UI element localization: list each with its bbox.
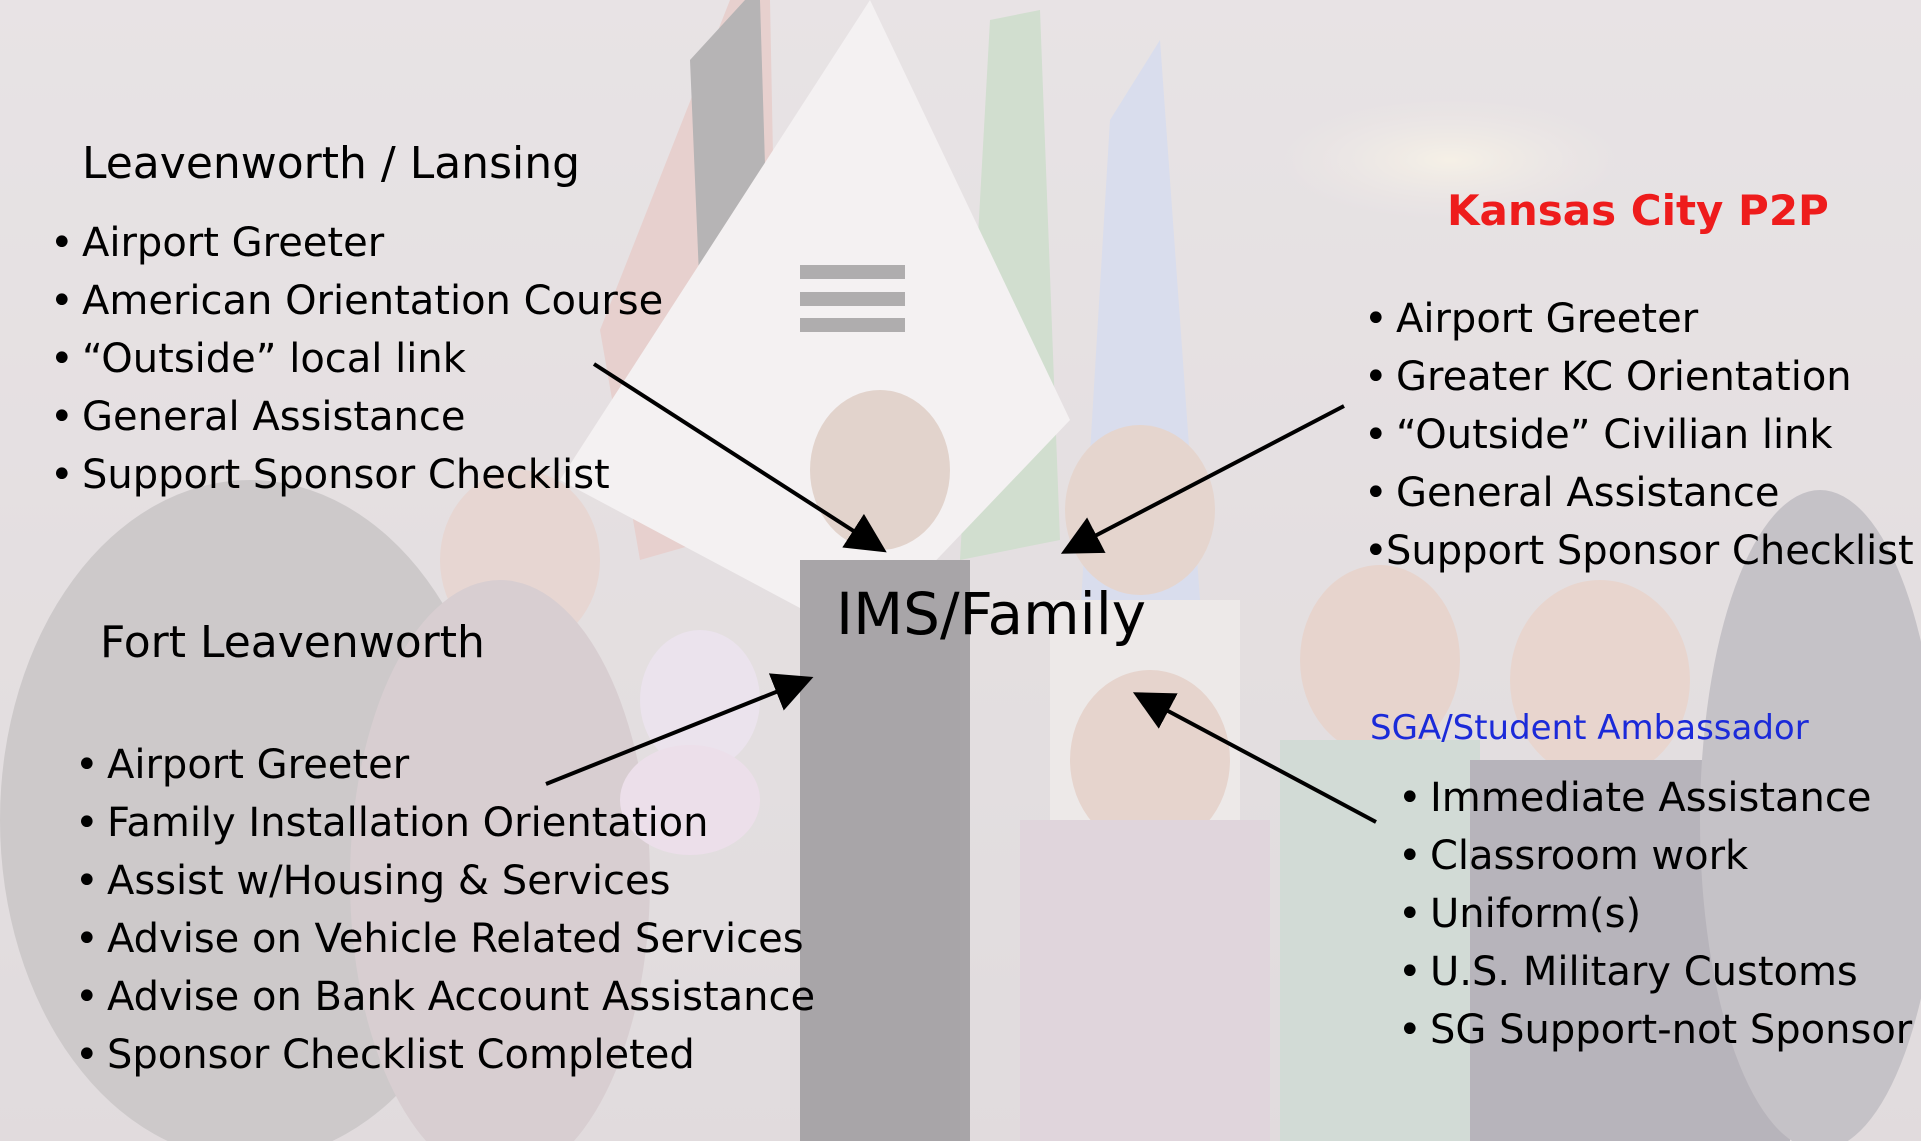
list-item: •Classroom work [1398, 827, 1912, 885]
bullet-icon: • [75, 1032, 99, 1078]
bullet-icon: • [75, 974, 99, 1020]
center-label: IMS/Family [836, 580, 1147, 648]
list-item-label: Uniform(s) [1430, 891, 1642, 937]
bullet-icon: • [1364, 296, 1388, 342]
group-list-kansas-city-p2p: •Airport Greeter •Greater KC Orientation… [1364, 290, 1914, 580]
bullet-icon: • [50, 220, 74, 266]
list-item-label: “Outside” local link [82, 336, 466, 382]
list-item-label: Advise on Vehicle Related Services [107, 916, 804, 962]
bullet-icon: • [1398, 833, 1422, 879]
bullet-icon: • [1364, 354, 1388, 400]
list-item: •SG Support-not Sponsor [1398, 1001, 1912, 1059]
group-list-sga-student-ambassador: •Immediate Assistance •Classroom work •U… [1398, 769, 1912, 1059]
list-item-label: Immediate Assistance [1430, 775, 1872, 821]
bullet-icon: • [1364, 412, 1388, 458]
list-item: •Advise on Bank Account Assistance [75, 968, 815, 1026]
list-item-label: Greater KC Orientation [1396, 354, 1852, 400]
list-item-label: SG Support-not Sponsor [1430, 1007, 1913, 1053]
list-item: •Support Sponsor Checklist [50, 446, 663, 504]
bullet-icon: • [75, 858, 99, 904]
bullet-icon: • [1364, 528, 1388, 574]
group-title-fort-leavenworth: Fort Leavenworth [100, 617, 485, 668]
bullet-icon: • [50, 394, 74, 440]
bullet-icon: • [1398, 1007, 1422, 1053]
bullet-icon: • [75, 800, 99, 846]
list-item: •Airport Greeter [1364, 290, 1914, 348]
list-item-label: Airport Greeter [107, 742, 410, 788]
list-item: •Assist w/Housing & Services [75, 852, 815, 910]
list-item-label: General Assistance [82, 394, 466, 440]
group-list-fort-leavenworth: •Airport Greeter •Family Installation Or… [75, 736, 815, 1084]
list-item-label: Classroom work [1430, 833, 1749, 879]
list-item-label: Family Installation Orientation [107, 800, 709, 846]
list-item-label: “Outside” Civilian link [1396, 412, 1833, 458]
list-item: •Advise on Vehicle Related Services [75, 910, 815, 968]
list-item-label: U.S. Military Customs [1430, 949, 1858, 995]
list-item: •General Assistance [1364, 464, 1914, 522]
list-item: •Uniform(s) [1398, 885, 1912, 943]
arrow-fort-leavenworth [545, 673, 814, 786]
bullet-icon: • [1398, 775, 1422, 821]
list-item: •“Outside” local link [50, 330, 663, 388]
list-item: •American Orientation Course [50, 272, 663, 330]
bullet-icon: • [50, 278, 74, 324]
list-item-label: American Orientation Course [82, 278, 664, 324]
group-title-sga-student-ambassador: SGA/Student Ambassador [1370, 708, 1809, 748]
list-item: •Airport Greeter [75, 736, 815, 794]
bullet-icon: • [50, 336, 74, 382]
list-item-label: Assist w/Housing & Services [107, 858, 671, 904]
bullet-icon: • [1398, 891, 1422, 937]
list-item-label: Sponsor Checklist Completed [107, 1032, 695, 1078]
group-list-leavenworth-lansing: •Airport Greeter •American Orientation C… [50, 214, 663, 504]
arrow-sga [1132, 692, 1377, 824]
bullet-icon: • [75, 742, 99, 788]
group-title-leavenworth-lansing: Leavenworth / Lansing [82, 138, 581, 189]
arrow-leavenworth-lansing [592, 362, 887, 553]
list-item: •General Assistance [50, 388, 663, 446]
arrow-kansas-city [1060, 404, 1345, 554]
list-item-label: Airport Greeter [82, 220, 385, 266]
bullet-icon: • [1398, 949, 1422, 995]
list-item: •U.S. Military Customs [1398, 943, 1912, 1001]
list-item: •“Outside” Civilian link [1364, 406, 1914, 464]
list-item: •Airport Greeter [50, 214, 663, 272]
list-item: •Family Installation Orientation [75, 794, 815, 852]
list-item: •Greater KC Orientation [1364, 348, 1914, 406]
bullet-icon: • [50, 452, 74, 498]
list-item-label: General Assistance [1396, 470, 1780, 516]
bullet-icon: • [1364, 470, 1388, 516]
list-item: •Sponsor Checklist Completed [75, 1026, 815, 1084]
bullet-icon: • [75, 916, 99, 962]
list-item: •Immediate Assistance [1398, 769, 1912, 827]
list-item: •Support Sponsor Checklist [1364, 522, 1914, 580]
group-title-kansas-city-p2p: Kansas City P2P [1447, 186, 1829, 235]
list-item-label: Airport Greeter [1396, 296, 1699, 342]
list-item-label: Advise on Bank Account Assistance [107, 974, 816, 1020]
list-item-label: Support Sponsor Checklist [82, 452, 610, 498]
list-item-label: Support Sponsor Checklist [1386, 528, 1914, 574]
